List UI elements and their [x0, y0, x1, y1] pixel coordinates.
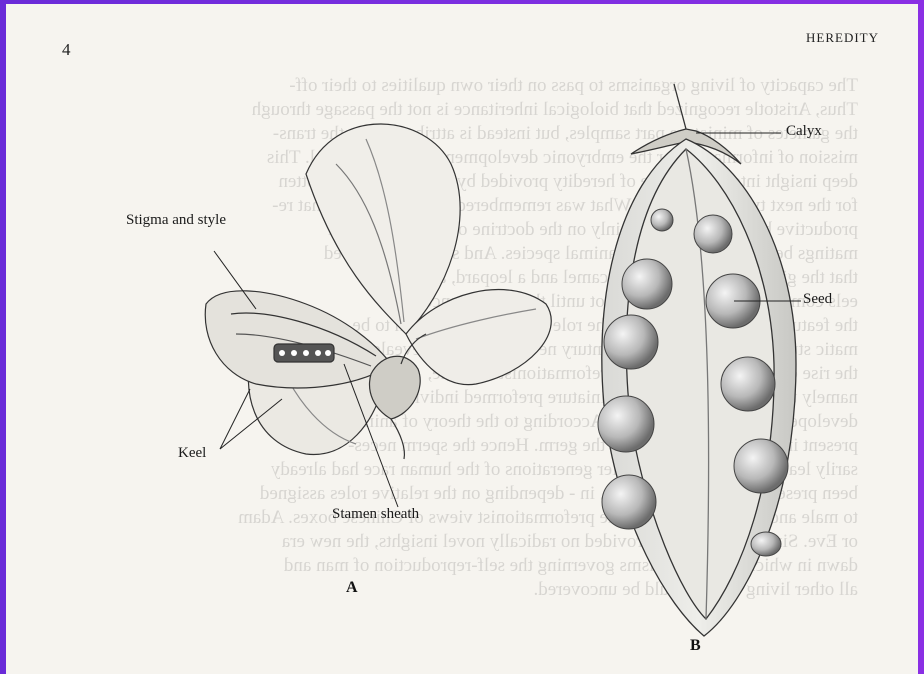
label-calyx: Calyx	[786, 123, 822, 140]
panel-label-b: B	[690, 637, 701, 655]
panel-label-a: A	[346, 579, 358, 597]
label-stamen-sheath: Stamen sheath	[332, 506, 419, 523]
label-stigma-and-style: Stigma and style	[126, 212, 226, 229]
book-page: The capacity of living organisms to pass…	[6, 4, 918, 674]
label-keel: Keel	[178, 445, 206, 462]
label-seed: Seed	[803, 291, 832, 308]
flower-drawing	[205, 124, 551, 459]
illustration	[6, 4, 918, 674]
